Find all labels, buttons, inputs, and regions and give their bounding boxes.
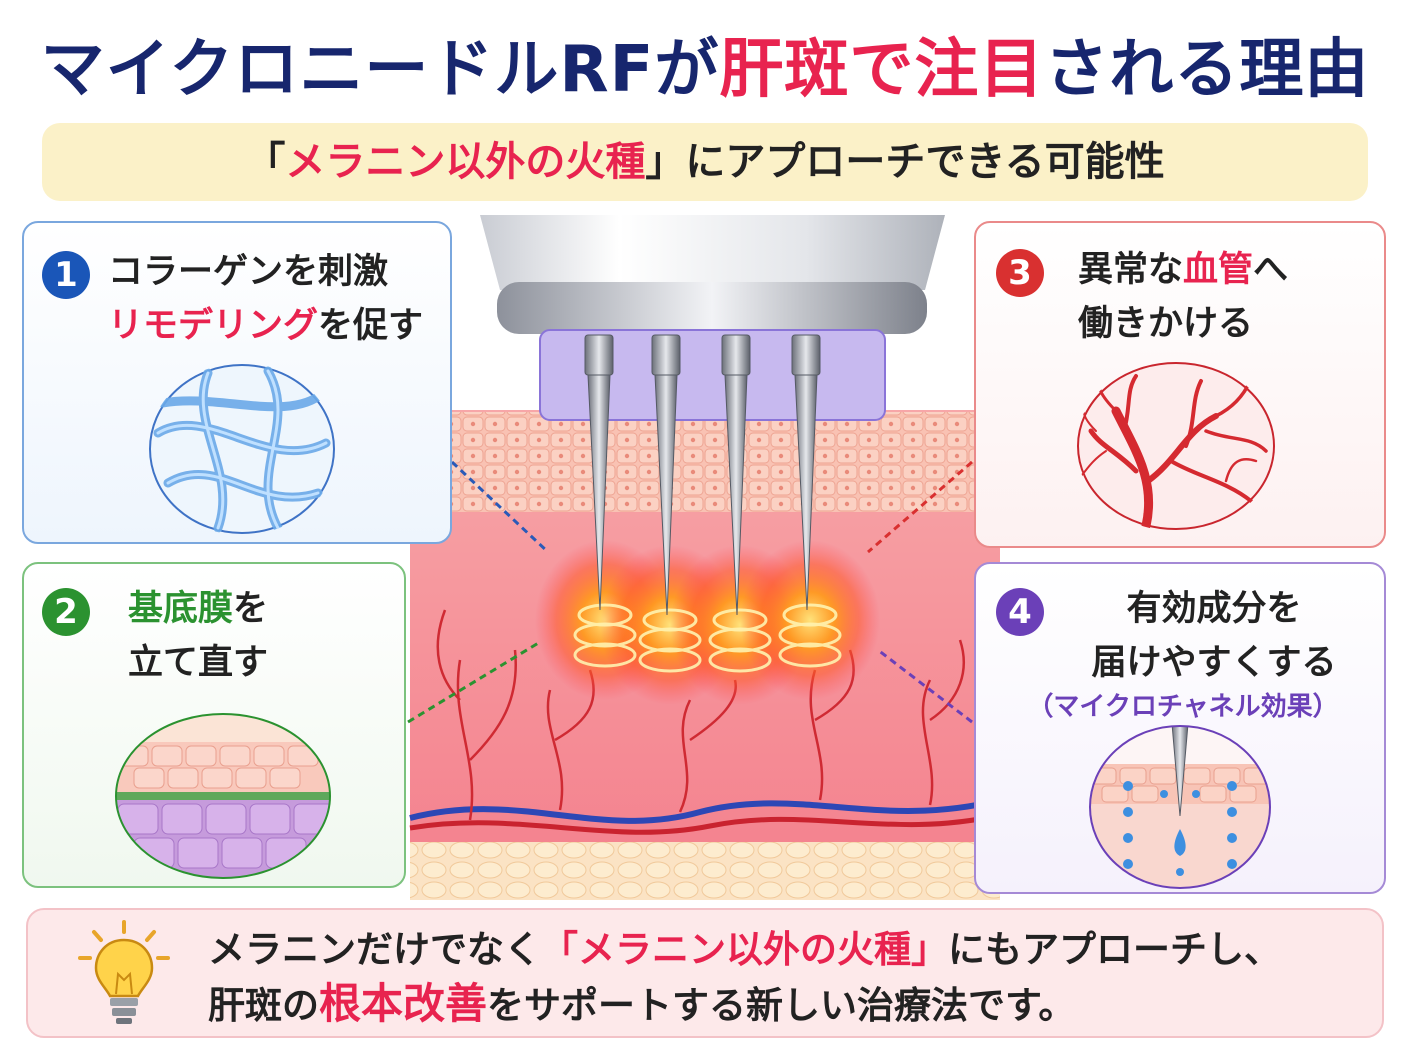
title-part2: される理由 (1044, 33, 1370, 107)
summary-line1-highlight: 「メラニン以外の火種」 (541, 928, 948, 971)
card4-note: （マイクロチャネル効果） (1027, 692, 1339, 722)
number-badge-3: 3 (996, 249, 1044, 297)
card3-text: 異常な血管へ 働きかける (1078, 243, 1288, 351)
card2-highlight: 基底膜 (128, 589, 234, 629)
card2-line1-rest: を (233, 589, 269, 629)
card2-text: 基底膜を 立て直す (128, 582, 268, 690)
subtitle-open: 「 (245, 139, 286, 185)
card1-line2: リモデリングを促す (108, 299, 423, 353)
summary-line1-part1: メラニンだけでなく (208, 928, 541, 971)
card3-line1: 異常な血管へ (1078, 243, 1288, 297)
summary-line1-part2: にもアプローチし、 (948, 928, 1281, 971)
card3-line1-plain: 異常な (1078, 250, 1184, 290)
number-badge-1: 1 (42, 251, 90, 299)
number-badge-4: 4 (996, 588, 1044, 636)
subtitle-banner: 「メラニン以外の火種」にアプローチできる可能性 (42, 123, 1368, 201)
page-title: マイクロニードルRFが肝斑で注目される理由 (0, 18, 1410, 110)
basement-membrane-icon (115, 713, 331, 879)
summary-line1: メラニンだけでなく「メラニン以外の火種」にもアプローチし、 (208, 923, 1281, 977)
subtitle-highlight: メラニン以外の火種 (285, 139, 646, 185)
card3-highlight: 血管 (1183, 250, 1254, 290)
card3-line1-rest: へ (1253, 250, 1289, 290)
card-blood-vessels: 3 異常な血管へ 働きかける (974, 221, 1386, 548)
number-badge-2: 2 (42, 588, 90, 636)
card2-line1: 基底膜を (128, 582, 268, 636)
title-part1: マイクロニードルRFが (40, 33, 720, 107)
lightbulb-icon (78, 920, 170, 1024)
summary-text: メラニンだけでなく「メラニン以外の火種」にもアプローチし、 肝斑の根本改善をサポ… (208, 923, 1281, 1033)
subtitle-close: 」にアプローチできる可能性 (645, 139, 1165, 185)
microchannel-icon (1089, 725, 1271, 889)
title-highlight: 肝斑で注目 (719, 33, 1045, 107)
card2-line2: 立て直す (128, 643, 269, 683)
card4-line2: 届けやすくする (1091, 643, 1337, 683)
summary-line2-part1: 肝斑の (208, 984, 319, 1027)
card-microchannel: 4 有効成分を 届けやすくする （マイクロチャネル効果） (974, 562, 1386, 894)
card4-text: 有効成分を 届けやすくする (1064, 582, 1364, 690)
card3-line2: 働きかける (1078, 304, 1254, 344)
card1-highlight: リモデリング (108, 306, 319, 346)
card-collagen: 1 コラーゲンを刺激 リモデリングを促す (22, 221, 452, 544)
card1-line1: コラーゲンを刺激 (108, 252, 389, 292)
summary-line2-highlight: 根本改善 (319, 979, 488, 1028)
summary-line2-part2: をサポートする新しい治療法です。 (487, 984, 1076, 1027)
card-basement-membrane: 2 基底膜を 立て直す (22, 562, 406, 888)
summary-box: メラニンだけでなく「メラニン以外の火種」にもアプローチし、 肝斑の根本改善をサポ… (26, 908, 1384, 1038)
card1-line2-rest: を促す (318, 306, 424, 346)
blood-vessel-icon (1077, 362, 1275, 531)
card1-text: コラーゲンを刺激 リモデリングを促す (108, 245, 423, 353)
summary-line2: 肝斑の根本改善をサポートする新しい治療法です。 (208, 977, 1281, 1033)
card4-line1: 有効成分を (1126, 589, 1302, 629)
skin-illustration (407, 215, 1001, 900)
collagen-fiber-icon (149, 364, 335, 534)
